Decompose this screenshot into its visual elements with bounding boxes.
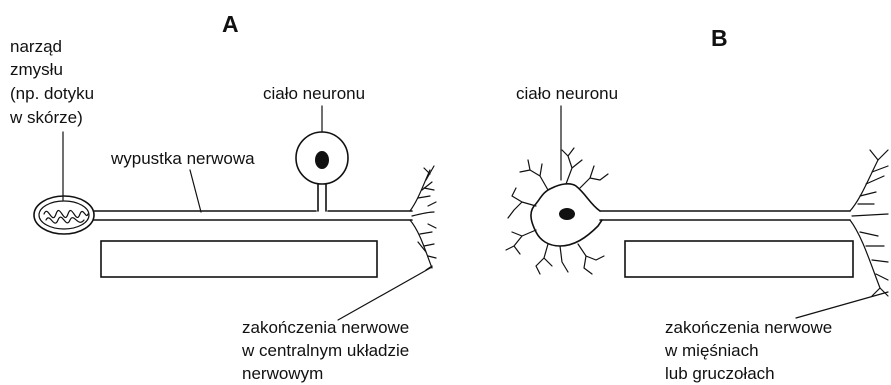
- axon-terminals-b: [850, 150, 888, 296]
- nerve-fiber-label: wypustka nerwowa: [110, 149, 255, 168]
- answer-box-a[interactable]: [101, 241, 377, 277]
- dendrites-b: [506, 148, 608, 274]
- axon-terminals-a: [410, 166, 436, 270]
- sense-organ-label: narząd zmysłu (np. dotyku w skórze): [9, 37, 94, 127]
- sense-organ: [34, 196, 94, 234]
- nerve-fiber-leader: [190, 170, 201, 212]
- sense-organ-label-line-1: narząd: [10, 37, 62, 56]
- nerve-fiber-a: [94, 211, 412, 220]
- panel-a-letter: A: [222, 11, 239, 37]
- sense-organ-label-line-3: (np. dotyku: [10, 84, 94, 103]
- panel-b: B ciało neuronu: [506, 25, 888, 383]
- endings-label-a-line-1: zakończenia nerwowe: [242, 318, 409, 337]
- panel-b-letter: B: [711, 25, 728, 51]
- endings-label-b-line-3: lub gruczołach: [665, 364, 775, 383]
- endings-label-a-line-3: nerwowym: [242, 364, 323, 383]
- neuron-cell-body-a: [296, 132, 348, 211]
- endings-label-a-line-2: w centralnym układzie: [241, 341, 409, 360]
- endings-label-b: zakończenia nerwowe w mięśniach lub gruc…: [664, 318, 832, 383]
- panel-a: A narząd zmysłu (np. dotyku w skórze) wy…: [9, 11, 436, 383]
- endings-label-b-line-2: w mięśniach: [664, 341, 759, 360]
- nerve-fiber-b: [600, 211, 850, 220]
- endings-label-b-line-1: zakończenia nerwowe: [665, 318, 832, 337]
- endings-leader-b: [796, 292, 888, 318]
- answer-box-b[interactable]: [625, 241, 853, 277]
- endings-label-a: zakończenia nerwowe w centralnym układzi…: [241, 318, 409, 383]
- neuron-cell-body-label-b: ciało neuronu: [516, 84, 618, 103]
- neuron-cell-body-b: [531, 184, 602, 246]
- neuron-cell-body-label-a: ciało neuronu: [263, 84, 365, 103]
- sense-organ-label-line-4: w skórze): [9, 108, 83, 127]
- sense-organ-label-line-2: zmysłu: [10, 60, 63, 79]
